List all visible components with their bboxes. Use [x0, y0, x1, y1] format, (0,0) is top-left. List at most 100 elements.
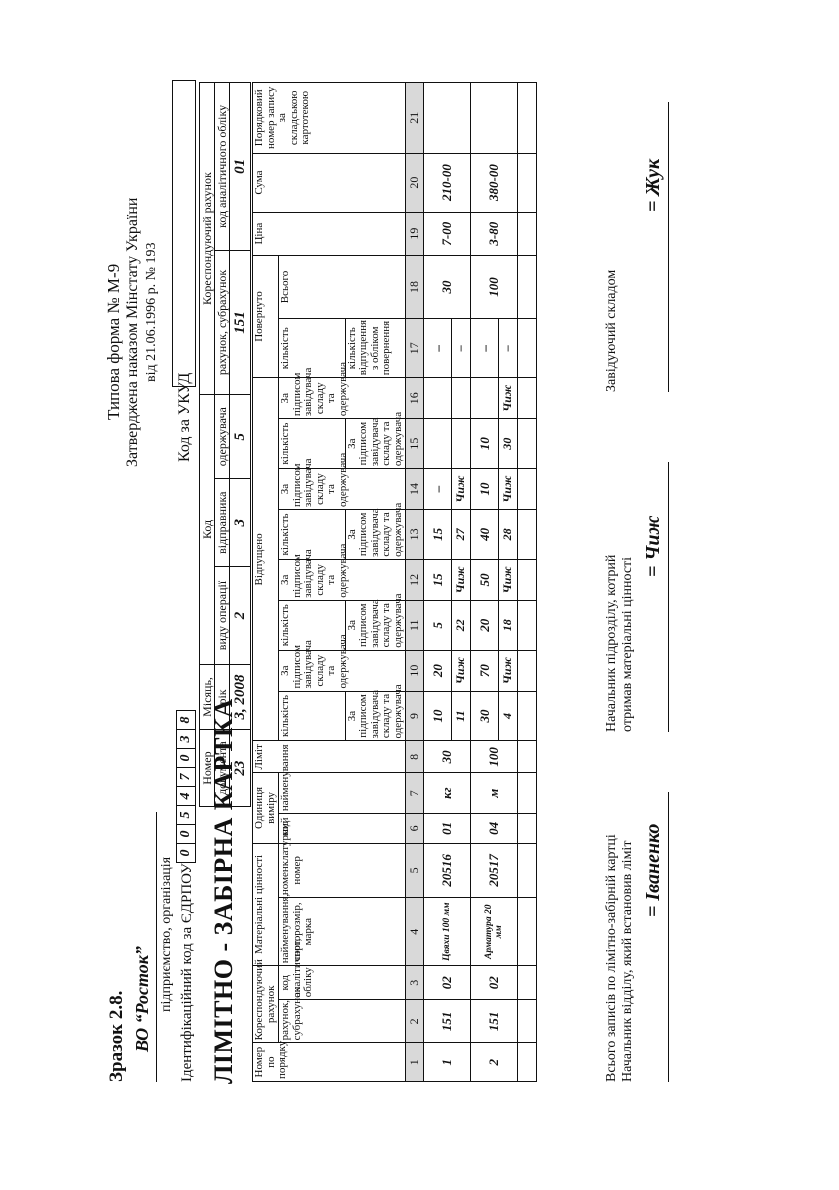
row-returned: –: [470, 318, 499, 378]
unit-code-header: код: [278, 813, 406, 844]
row-sum: 380-00: [470, 153, 518, 213]
unit-name-header: найменування: [278, 744, 406, 814]
row-signature: Чиж: [498, 377, 518, 419]
edrpou-digit: 0: [176, 843, 196, 863]
row-released-qty: 5: [423, 600, 452, 651]
edrpou-label: Ідентифікаційний код за ЄДРПОУ: [179, 863, 195, 1082]
doc-account-value: 151: [229, 250, 251, 395]
document-header-table: Номер Місяць, Код Кореспондуючий рахунок…: [199, 82, 251, 807]
material-name-header: найменування, сорт, розмір, марка: [278, 894, 406, 966]
table-row: 1 151 02 Цвяхи 100 мм 20516 01 кг 30 10 …: [423, 82, 471, 1082]
row-code: 02: [423, 965, 471, 1000]
returned-sign-header: кількість відпущення з обліком поверненн…: [345, 318, 406, 378]
edrpou-digit: 4: [176, 786, 196, 806]
signature-line: [668, 462, 669, 732]
column-number: 12: [405, 559, 424, 601]
limit-setter-label: Начальник відділу, який встановив ліміт: [620, 840, 635, 1082]
row-limit: 30: [423, 740, 471, 773]
column-number: 20: [405, 153, 424, 213]
row-code: 02: [470, 965, 518, 1000]
released-sign-header: За підписом завідувача складу та одержув…: [278, 453, 406, 510]
approval-note: Затверджена наказом Мінстату України: [124, 197, 141, 468]
row-released-qty: [423, 418, 452, 469]
corr-subaccount-header: рахунок, субрахунок: [278, 987, 406, 1043]
column-number: 19: [405, 212, 424, 256]
row-released-qty: 20: [470, 600, 499, 651]
row-total: 30: [423, 255, 471, 319]
row-released-qty: 10: [470, 418, 499, 469]
released-sign-header: За підписом завідувача складу та одержув…: [278, 362, 406, 419]
row-released-qty: 10: [423, 691, 452, 741]
approval-date: від 21.06.1996 р. № 193: [144, 242, 159, 382]
row-released-remaining: 70: [470, 650, 499, 692]
column-number: 6: [405, 813, 424, 844]
row-price: 7-00: [423, 212, 471, 256]
column-number: 1: [405, 1042, 424, 1082]
doc-account-header: рахунок, субрахунок: [214, 250, 230, 395]
doc-receiver-header: одержувача: [214, 394, 230, 479]
released-header: Відпущено: [252, 377, 279, 741]
enterprise-name: ВО “Росток”: [132, 946, 152, 1052]
doc-sender-value: 3: [229, 478, 251, 567]
row-released-remaining: [423, 377, 452, 419]
row-limit: 100: [470, 740, 518, 773]
row-signature: Чиж: [498, 650, 518, 692]
row-date: 22: [451, 600, 471, 651]
edrpou-digit: 5: [176, 805, 196, 825]
warehouse-signature: = Жук: [642, 158, 664, 212]
row-sum: 210-00: [423, 153, 471, 213]
row-released-qty: 40: [470, 509, 499, 560]
row-unit-code: 01: [423, 813, 471, 844]
row-released-remaining: [470, 377, 499, 419]
row-order: [423, 82, 471, 154]
row-released-qty: 15: [423, 509, 452, 560]
column-number: 13: [405, 509, 424, 560]
doc-year-header: рік: [214, 664, 230, 730]
edrpou-code-boxes: 0 0 5 4 7 0 3 8: [176, 710, 196, 863]
row-returned-sub: –: [451, 318, 471, 378]
receiver-signature: = Чиж: [642, 515, 664, 577]
form-number: Типова форма № М-9: [104, 263, 123, 420]
row-no: 1: [423, 1042, 471, 1082]
row-nomen: 20516: [423, 843, 471, 898]
column-number: 11: [405, 600, 424, 651]
rotated-form: Зразок 2.8. ВО “Росток” підприємство, ор…: [104, 80, 724, 1084]
column-number: 18: [405, 255, 424, 319]
doc-document-value: 23: [229, 729, 251, 807]
row-released-remaining: 20: [423, 650, 452, 692]
column-number: 9: [405, 691, 424, 741]
released-sign-header: За підписом завідувача складу та одержув…: [345, 412, 406, 469]
enterprise-underline: [156, 812, 157, 1082]
released-sign-header: За підписом завідувача складу та одержув…: [278, 544, 406, 601]
edrpou-digit: 8: [176, 710, 196, 730]
row-date: 28: [498, 509, 518, 560]
row-released-qty: 30: [470, 691, 499, 741]
row-returned-sub: –: [498, 318, 518, 378]
row-released-remaining: –: [423, 468, 452, 510]
row-released-remaining: 50: [470, 559, 499, 601]
row-unit-code: 04: [470, 813, 518, 844]
edrpou-digit: 0: [176, 748, 196, 768]
table-row: 2 151 02 Арматура 20 мм 20517 04 м 100 3…: [470, 82, 518, 1082]
price-header: Ціна: [252, 212, 406, 256]
row-no-header: Номер по порядку: [252, 1041, 406, 1082]
row-signature: Чиж: [498, 468, 518, 510]
limit-setter-signature: = Іваненко: [642, 823, 664, 917]
receiver-head-label: Начальник підрозділу, котрий отримав мат…: [604, 554, 635, 732]
row-material-name: Цвяхи 100 мм: [423, 897, 471, 966]
doc-code-header: Код: [199, 394, 215, 665]
enterprise-caption: підприємство, організація: [159, 856, 174, 1012]
row-returned: –: [423, 318, 452, 378]
row-price: 3-80: [470, 212, 518, 256]
column-number: 14: [405, 468, 424, 510]
released-sign-header: За підписом завідувача складу та одержув…: [345, 684, 406, 741]
sum-header: Сума: [252, 153, 406, 213]
doc-document-header: документа: [214, 729, 230, 807]
row-date: 18: [498, 600, 518, 651]
order-no-header: Порядковий номер запису за складською ка…: [252, 82, 406, 154]
row-total: 100: [470, 255, 518, 319]
row-order: [470, 82, 518, 154]
released-sign-header: За підписом завідувача складу та одержув…: [345, 503, 406, 560]
doc-number-header: Номер: [199, 729, 215, 807]
edrpou-digit: 3: [176, 729, 196, 749]
